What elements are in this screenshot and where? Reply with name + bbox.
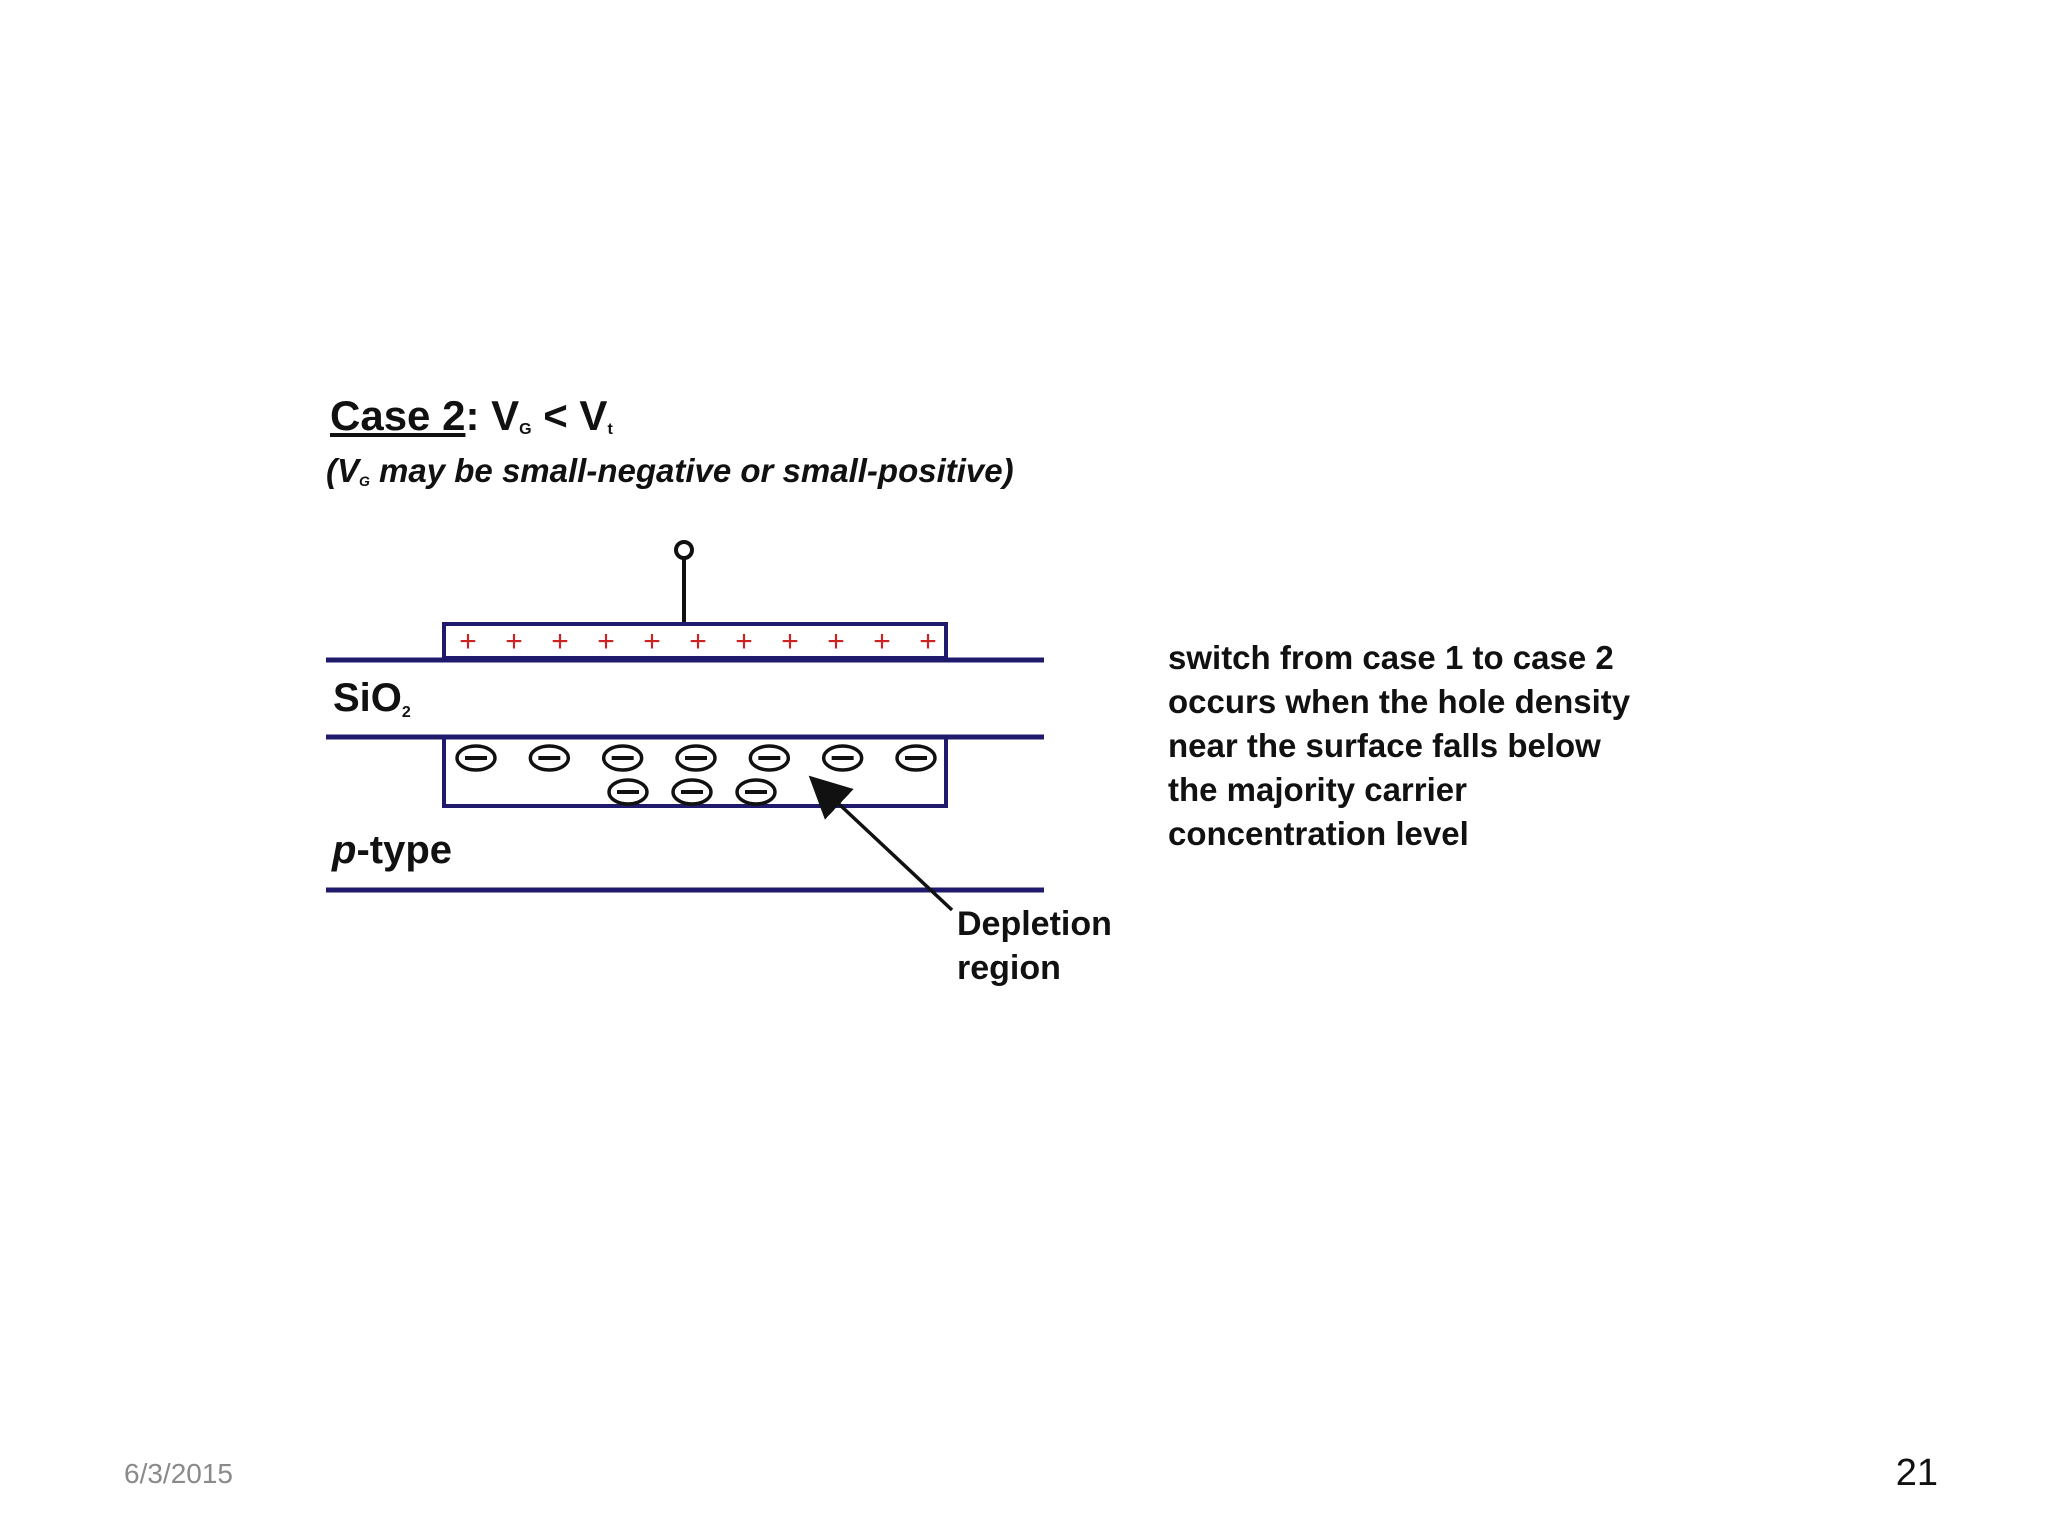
oxide-label: SiO2 [333, 676, 411, 722]
positive-charge: + [873, 625, 891, 658]
title-lt-v: < V [531, 392, 608, 439]
footer-date: 6/3/2015 [124, 1458, 233, 1489]
page-number: 21 [1895, 1452, 1938, 1494]
note-line: switch from case 1 to case 2 [1168, 639, 1614, 676]
depletion-pointer-arrow [808, 775, 954, 912]
positive-charge: + [459, 625, 477, 658]
negative-ion [735, 778, 777, 806]
gate-terminal-circle [674, 540, 694, 560]
positive-charge: + [505, 625, 523, 658]
subtitle-open: (V [326, 452, 359, 489]
depletion-region-box [442, 739, 948, 808]
negative-ion [607, 778, 649, 806]
note-line: concentration level [1168, 815, 1469, 852]
slide-subtitle: (VG may be small-negative or small-posit… [326, 452, 1014, 490]
negative-ion [601, 744, 644, 772]
positive-charge: + [827, 625, 845, 658]
substrate-label-p: p [332, 828, 357, 872]
note-line: occurs when the hole density [1168, 683, 1631, 720]
note-line: the majority carrier [1168, 771, 1467, 808]
substrate-label: p-type [332, 828, 452, 873]
negative-ion [675, 744, 717, 772]
substrate-label-rest: -type [356, 828, 453, 872]
positive-charge: + [781, 625, 799, 658]
negative-ion [821, 744, 864, 772]
oxide-label-sub: 2 [401, 704, 411, 721]
depletion-label: Depletion region [957, 902, 1112, 990]
oxide-label-main: SiO [333, 676, 402, 720]
depletion-label-line2: region [957, 949, 1061, 987]
positive-charge: + [919, 625, 937, 658]
title-sub-g: G [519, 421, 532, 438]
negative-ion [748, 744, 791, 772]
case-label: Case 2 [330, 392, 466, 439]
negative-ion [455, 744, 497, 772]
negative-ion [671, 778, 713, 806]
negative-ion [528, 744, 571, 772]
subtitle-sub-g: G [359, 473, 370, 489]
title-colon-v: : V [465, 392, 520, 439]
subtitle-rest: may be small-negative or small-positive) [369, 452, 1014, 489]
title-sub-t: t [607, 421, 613, 438]
slide-title: Case 2: VG < Vt [330, 392, 613, 440]
positive-charge: + [597, 625, 615, 658]
note-line: near the surface falls below [1168, 727, 1601, 764]
depletion-negative-charges [455, 744, 937, 806]
positive-charge: + [735, 625, 753, 658]
negative-ion [895, 744, 937, 772]
explanation-note: switch from case 1 to case 2 occurs when… [1168, 636, 1728, 856]
gate-positive-charges: + + + + + + + + + + + [459, 625, 937, 658]
positive-charge: + [689, 625, 707, 658]
depletion-label-line1: Depletion [957, 905, 1112, 943]
positive-charge: + [643, 625, 661, 658]
positive-charge: + [551, 625, 569, 658]
